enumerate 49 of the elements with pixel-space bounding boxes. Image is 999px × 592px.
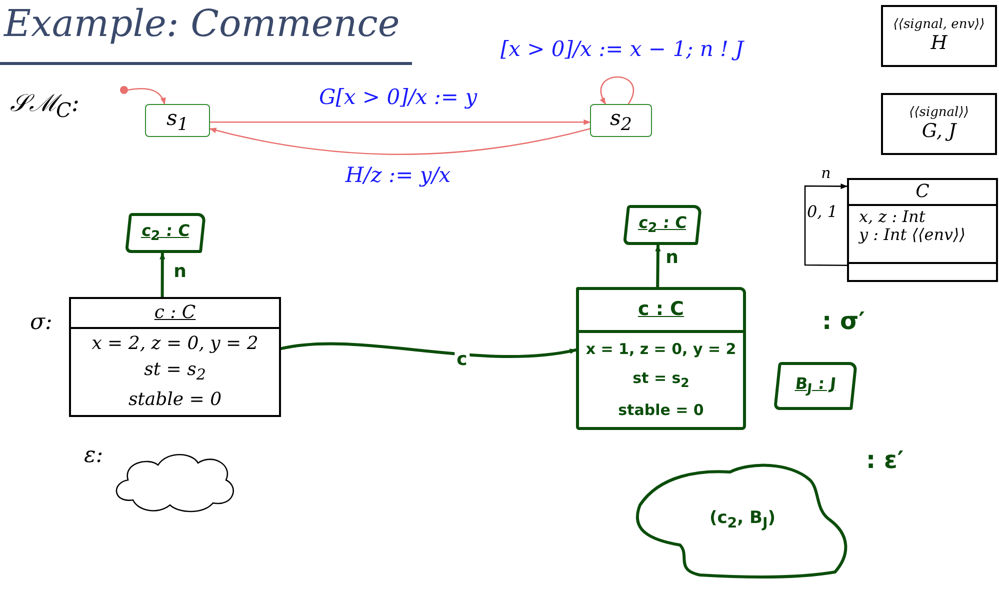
object-name: B$_{J}$ : J bbox=[794, 374, 837, 398]
object-label: σ: bbox=[30, 310, 52, 336]
edge-label: H/z := y/x bbox=[343, 164, 453, 188]
state-name: s$_{1}$ bbox=[166, 106, 188, 136]
slide-title: Example: Commence bbox=[4, 2, 400, 45]
stereotype: ⟨⟨signal, env⟩⟩ bbox=[893, 18, 985, 33]
signal-box bbox=[881, 5, 997, 67]
attribute-value: stable = 0 bbox=[128, 390, 222, 410]
tuple-text: (c$_{2}$, B$_{J}$) bbox=[709, 508, 776, 532]
object-name: c : C bbox=[638, 299, 684, 321]
arrow bbox=[655, 244, 661, 288]
signal-name: H bbox=[930, 32, 948, 54]
start-dot bbox=[120, 86, 128, 94]
state-box bbox=[145, 104, 210, 137]
stereotype: ⟨⟨signal⟩⟩ bbox=[909, 106, 969, 121]
object-name: c : C bbox=[154, 302, 196, 324]
state-box bbox=[590, 104, 652, 137]
class-name: C bbox=[916, 182, 930, 202]
attribute-value: x = 1, z = 0, y = 2 bbox=[586, 340, 736, 358]
attribute: y : Int ⟨⟨env⟩⟩ bbox=[859, 226, 967, 245]
state-name: s$_{2}$ bbox=[610, 106, 632, 136]
object-box bbox=[69, 297, 281, 417]
signal-name: G, J bbox=[922, 120, 956, 142]
attribute-value: st = s$_{2}$ bbox=[632, 370, 690, 390]
object-sketch bbox=[622, 205, 702, 245]
arrow bbox=[209, 119, 591, 125]
arrow bbox=[127, 88, 166, 105]
object-sketch bbox=[576, 287, 746, 430]
arrow bbox=[209, 128, 591, 156]
object-name: c$_{2}$ : C bbox=[637, 214, 688, 236]
edge-label: [x > 0]/x := x − 1; n ! J bbox=[498, 38, 746, 62]
attribute-value: st = s$_{2}$ bbox=[144, 360, 206, 384]
attribute-value: stable = 0 bbox=[618, 402, 704, 420]
diagram-label: 𝒮ℳ$_{C}$: bbox=[10, 90, 80, 122]
arrow bbox=[600, 76, 634, 105]
object-label: : σ′ bbox=[822, 308, 865, 336]
multiplicity: 0, 1 bbox=[807, 203, 838, 222]
attribute-value: x = 2, z = 0, y = 2 bbox=[92, 334, 258, 354]
object-sketch bbox=[773, 362, 858, 410]
object-name: c$_{2}$ : C bbox=[140, 222, 191, 244]
class-box bbox=[847, 178, 998, 282]
arrow bbox=[280, 342, 578, 358]
arrow bbox=[804, 183, 848, 266]
object-label: : ε′ bbox=[866, 447, 904, 475]
arrow bbox=[160, 252, 166, 298]
signal-box bbox=[881, 93, 997, 155]
object-label: ε: bbox=[84, 443, 104, 468]
object-sketch bbox=[124, 213, 206, 253]
attribute: x, z : Int bbox=[859, 208, 926, 226]
